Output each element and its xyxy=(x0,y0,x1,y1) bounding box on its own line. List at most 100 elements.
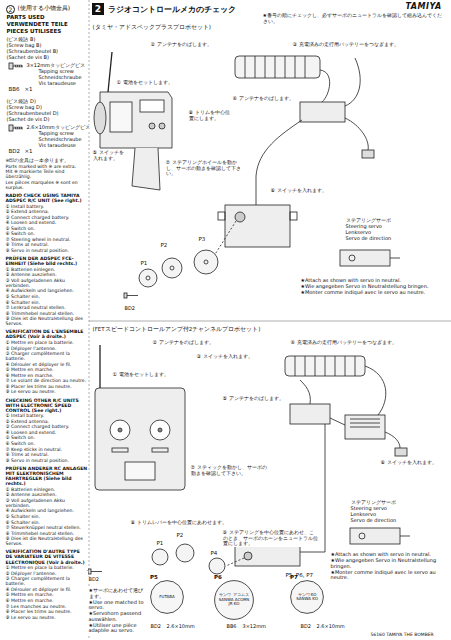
part-code: BD2 xyxy=(88,577,99,583)
instruction-text: (Screw bag B) xyxy=(6,43,87,49)
instruction-text: Les pièces marquées ※ sont en surplus. xyxy=(5,180,88,190)
instruction-text: ① 電池をセットします。 xyxy=(116,80,173,86)
instruction-text: Schneidschraube xyxy=(38,75,87,81)
instruction-text: ⑦ Steuerknüppel neutral stellen. xyxy=(5,525,88,530)
instruction-text: (FETスピードコントロールアンプ付2チャンネルプロポセット) xyxy=(92,326,261,332)
instruction-text: ★Wie angegeben Servo in Neutralstellung … xyxy=(330,558,447,569)
part-callout: P4 xyxy=(210,550,218,556)
instruction-text: ⑥ スイッチを入れます。 xyxy=(270,188,327,194)
step-number: 2 xyxy=(92,3,104,15)
section-heading: VERWENDETE TEILE xyxy=(6,21,68,27)
instruction-text: ⑨ Servo in neutral position. xyxy=(5,248,88,253)
instruction-text: ⑧ Trims at neutral. xyxy=(5,452,88,457)
part-callout: P1 xyxy=(156,540,164,546)
instruction-text: Tapping screw xyxy=(38,131,87,137)
servo-horn-disc: P6サンワ アコムスSANWA ACOMS JR KO xyxy=(214,574,254,620)
part-callout: P5, P6, P7 xyxy=(285,572,313,578)
instruction-text: ★番号の順にチェックし、必ずサーボのニュートラルを確認して組み込んでください。 xyxy=(262,13,446,24)
instruction-text: (ビス袋詰 B) xyxy=(6,37,87,43)
instruction-text: (Screw bag D) xyxy=(6,105,87,111)
instruction-text: ① 電池をセットします。 xyxy=(112,372,169,378)
instruction-text: 3×12mm xyxy=(242,624,266,630)
instruction-text: ★Attach as shown with servo in neutral. xyxy=(330,552,447,558)
horn-circle xyxy=(151,581,184,614)
instruction-text: ⑤ Schalter ein. xyxy=(5,294,88,299)
instruction-text: ② アンテナをのばします。 xyxy=(150,42,212,48)
instruction-text: ステアリングサーボ xyxy=(345,218,446,224)
instruction-text: ① Batterien einlegen. xyxy=(5,267,88,272)
instruction-text: ⑨ ステアリングを中心位置にあわせ、このとき、サーボのホーンをニュートラル位置に… xyxy=(222,530,319,547)
instruction-text: ② Déployer l'antenne. xyxy=(5,346,88,351)
instruction-text: ① Mettre en place la batterie. xyxy=(5,340,88,345)
instruction-text: ⑧ Trimmhebel neutral stellen. xyxy=(5,531,88,536)
horn-outline: FUTABA xyxy=(150,580,184,614)
instruction-text: ⑨ Le servo au neutre. xyxy=(5,615,88,620)
instruction-text: ★Attach as shown with servo in neutral. xyxy=(300,278,446,284)
instruction-text: (使用する小物金具) xyxy=(17,5,71,12)
instruction-text: ② アンテナをのばします。 xyxy=(152,340,214,346)
part-callout: P5 xyxy=(150,574,184,580)
instruction-text: ④ Dérouler et déployer le fil. xyxy=(5,587,88,592)
instruction-text: ⑨ Le servo au neutre. xyxy=(5,389,88,394)
instruction-text: ④ Aufwickeln und langziehen. xyxy=(5,288,88,293)
instruction-text: Vis taraudeuse xyxy=(38,143,87,149)
instruction-text: ⑤ アンテナをのばします。 xyxy=(222,396,284,402)
instruction-text: ⑥ Mettre en marche. xyxy=(5,373,88,378)
instruction-text: Tapping screw xyxy=(38,69,87,75)
instruction-text: ×1 xyxy=(24,86,33,92)
instruction-text: ⑨ Servo in neutral position. xyxy=(5,458,88,463)
part-callout: P1 xyxy=(140,260,148,266)
instruction-text: ⑦ Les manches au neutre. xyxy=(5,604,88,609)
instruction-text: ★Monter comme indiqué avec le servo au n… xyxy=(330,570,447,581)
instruction-text: ★Use one matched to servo. xyxy=(88,600,147,611)
instruction-text: ③ Connect charged battery. xyxy=(5,424,88,429)
part-code: BD2 xyxy=(300,624,311,630)
instruction-text: 2.6×10mm xyxy=(316,624,345,630)
instruction-text: ⑦ Keep sticks in neutral. xyxy=(5,447,88,452)
instruction-text: ⑦ Steering wheel in neutral. xyxy=(5,237,88,242)
instruction-text: 2.6×10mmタッピングビス xyxy=(26,125,90,131)
instruction-text: ⑦ Le volant de direction au neutre. xyxy=(5,378,88,383)
page-footer: 56160 TAMIYA THE BOMBER xyxy=(370,632,434,637)
part-callout: P2 xyxy=(176,532,184,538)
instruction-text: ① Batterien einlegen. xyxy=(5,487,88,492)
instruction-text: ④ アンテナをのばします。 xyxy=(232,96,294,102)
instruction-text: ③ Connect charged battery. xyxy=(5,215,88,220)
brand-name: FUTABA xyxy=(159,595,175,599)
instruction-text: ④ Loosen and extend. xyxy=(5,220,88,225)
instruction-text: ④ 充電済みの走行用バッテリーをつなぎます。 xyxy=(290,340,441,346)
section-heading: PRÜFEN DER ADSPEC FCE-EINHEIT (Siehe bil… xyxy=(5,256,88,266)
instruction-text: ② Déployer l'antenne. xyxy=(5,571,88,576)
instruction-text: ⑧ トリムレバーを中心位置にあわせます。 xyxy=(130,520,227,526)
instruction-text: ③ Voll aufgeladenen Akku verbinden. xyxy=(5,278,88,288)
part-code: BD2 xyxy=(150,624,161,630)
instruction-text: Parts marked with ※ are extra. xyxy=(5,164,88,169)
instruction-text: ⑤ Switch on. xyxy=(5,226,88,231)
instruction-text: Vis taraudeuse xyxy=(38,81,87,87)
part-callout: P6 xyxy=(214,574,254,580)
instruction-text: ⑧ Trims at neutral. xyxy=(5,242,88,247)
instruction-text: ② Antenne ausziehen. xyxy=(5,272,88,277)
instruction-text: ③ 充電済みの走行用バッテリーをつなぎます。 xyxy=(292,42,443,48)
step-header: 2ラジオコントロールメカのチェック xyxy=(92,3,236,15)
instruction-text: ⑧ トリムを中心位置にします。 xyxy=(188,110,231,121)
horn-outline: サンワ アコムスSANWA ACOMS JR KO xyxy=(214,580,254,620)
instruction-text: 2.6×10mm xyxy=(166,624,195,630)
section-heading: PIECES UTILISEES xyxy=(6,28,62,34)
instruction-text: Lenkservo xyxy=(345,230,446,236)
part-callout: P2 xyxy=(160,242,168,248)
part-code: BB6 xyxy=(226,624,237,630)
part-code: BB6 xyxy=(8,86,20,92)
step-number: 2 xyxy=(6,5,15,14)
brand-logo: TAMIYA xyxy=(405,3,442,12)
section-heading: VERIFICATION DE L'ENSEMBLE ADSPEC (Voir … xyxy=(5,329,88,339)
instruction-text: ③ スイッチを入れます。 xyxy=(196,354,253,360)
instruction-text: ② Extend antenna. xyxy=(5,419,88,424)
instruction-text: ★Monter comme indiqué avec le servo au n… xyxy=(300,290,446,296)
instruction-text: ④ Loosen and extend. xyxy=(5,430,88,435)
horn-circle xyxy=(291,581,324,614)
instruction-text: Servo de direction xyxy=(350,518,446,524)
servo-horn-disc: P5FUTABA xyxy=(150,574,184,614)
instruction-text: ⑤ Mettre en marche. xyxy=(5,592,88,597)
instruction-text: ⑤ スイッチを入れます。 xyxy=(92,150,125,161)
